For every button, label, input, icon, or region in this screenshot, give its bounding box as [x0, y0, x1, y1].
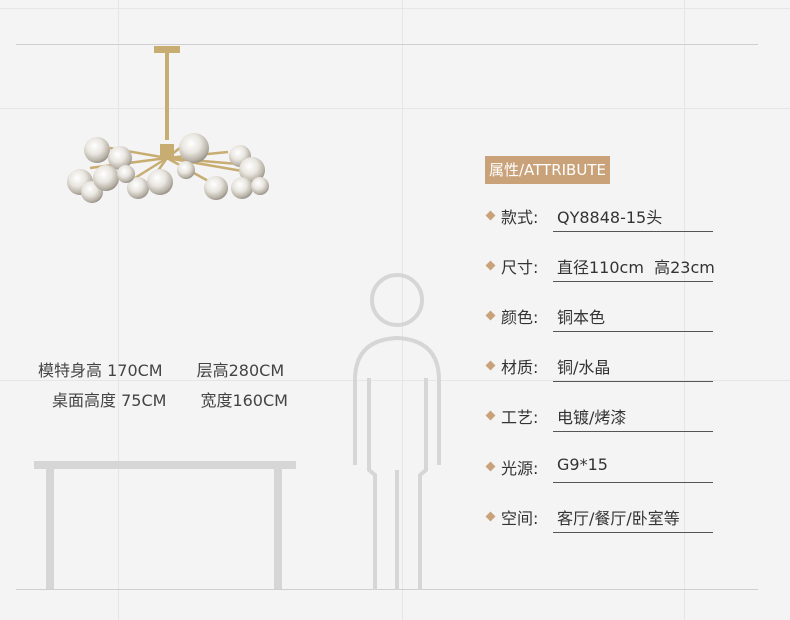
person-silhouette [353, 273, 441, 590]
ceiling-line [16, 44, 758, 45]
spec-label: 款式: [501, 208, 539, 227]
spec-label: 尺寸: [501, 258, 539, 277]
attribute-badge: 属性/ATTRIBUTE [485, 156, 610, 184]
spec-value: G9*15 [557, 455, 608, 474]
diamond-bullet-icon [485, 511, 496, 522]
spec-value: 直径110cm 高23cm [557, 258, 715, 277]
dimension-notes: 模特身高 170CM 层高280CM 桌面高度 75CM 宽度160CM [38, 356, 318, 416]
spec-label: 材质: [501, 358, 539, 377]
spec-value: 电镀/烤漆 [557, 408, 627, 427]
spec-underline [553, 231, 713, 232]
spec-label: 空间: [501, 509, 539, 528]
spec-label: 光源: [501, 459, 539, 478]
grid-line [0, 108, 790, 109]
spec-row-material: 材质: 铜/水晶 [485, 354, 725, 382]
spec-underline [553, 331, 713, 332]
grid-line [118, 0, 119, 620]
spec-value: QY8848-15头 [557, 208, 663, 227]
diamond-bullet-icon [485, 360, 496, 371]
spec-row-process: 工艺: 电镀/烤漆 [485, 404, 725, 432]
spec-underline [553, 532, 713, 533]
diamond-bullet-icon [485, 461, 496, 472]
width-text: 宽度160CM [200, 391, 288, 410]
spec-row-light-source: 光源: G9*15 [485, 455, 725, 483]
spec-row-size: 尺寸: 直径110cm 高23cm [485, 254, 725, 282]
dimension-row: 桌面高度 75CM 宽度160CM [38, 386, 318, 416]
spec-underline [553, 482, 713, 483]
diamond-bullet-icon [485, 410, 496, 421]
spec-underline [553, 381, 713, 382]
diamond-bullet-icon [485, 260, 496, 271]
spec-underline [553, 281, 713, 282]
chandelier-illustration [67, 46, 269, 203]
grid-line [684, 0, 685, 620]
spec-row-style: 款式: QY8848-15头 [485, 204, 725, 232]
diamond-bullet-icon [485, 310, 496, 321]
spec-row-color: 颜色: 铜本色 [485, 304, 725, 332]
grid-line [0, 380, 790, 381]
spec-value: 铜本色 [557, 308, 606, 327]
spec-value: 客厅/餐厅/卧室等 [557, 509, 680, 528]
spec-label: 颜色: [501, 308, 539, 327]
spec-value: 铜/水晶 [557, 358, 611, 377]
dimension-row: 模特身高 170CM 层高280CM [38, 356, 318, 386]
diamond-bullet-icon [485, 210, 496, 221]
floor-line [16, 589, 758, 590]
spec-row-space: 空间: 客厅/餐厅/卧室等 [485, 505, 725, 533]
spec-label: 工艺: [501, 408, 539, 427]
model-height-text: 模特身高 170CM [38, 361, 163, 380]
table-silhouette [34, 461, 296, 589]
grid-line [402, 0, 403, 620]
spec-underline [553, 431, 713, 432]
grid-line [0, 8, 790, 9]
table-height-text: 桌面高度 75CM [52, 391, 167, 410]
floor-height-text: 层高280CM [196, 361, 285, 380]
